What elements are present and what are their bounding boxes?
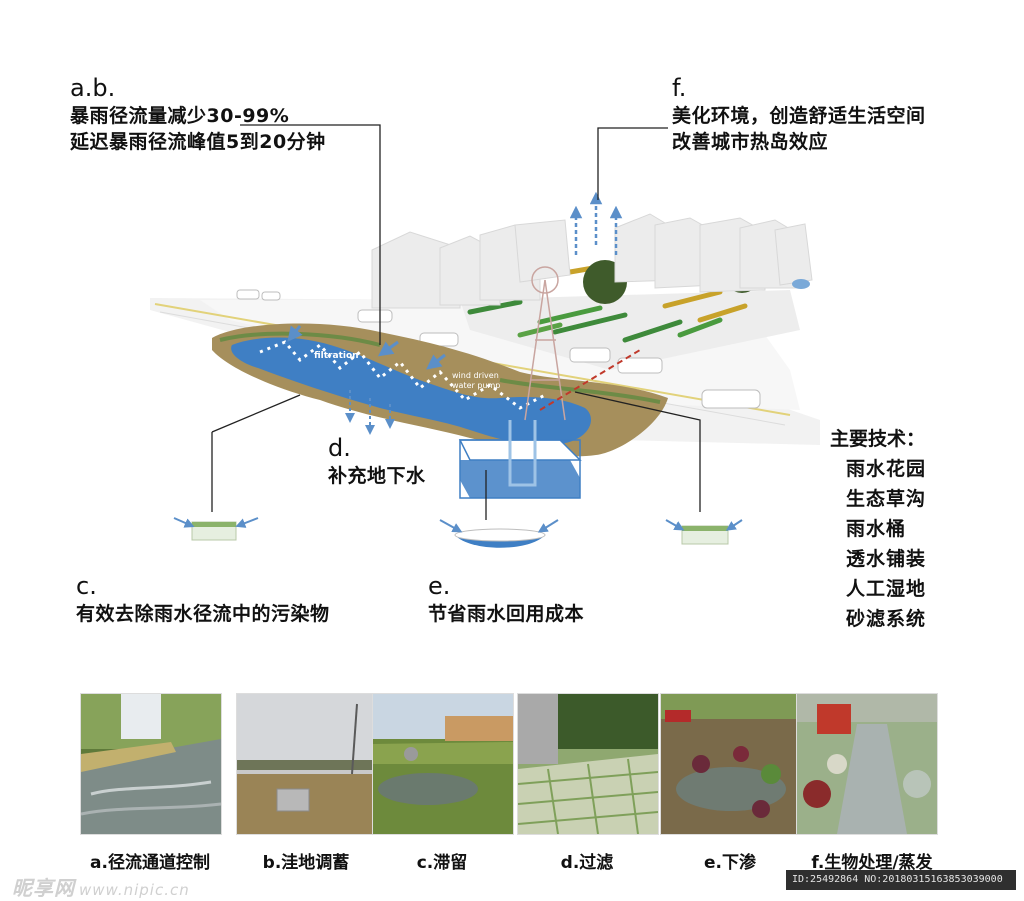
- annotation-c-head: c.: [76, 572, 97, 600]
- annotation-ab-line-2: 延迟暴雨径流峰值5到20分钟: [70, 131, 326, 154]
- inflow-arrows: [287, 325, 446, 370]
- storage-tank: [458, 420, 582, 499]
- infiltration-arrows: [345, 390, 395, 435]
- annotation-c: c. 有效去除雨水径流中的污染物: [76, 570, 330, 628]
- bioswale-photo: [796, 693, 938, 835]
- stormwater-diagram: filtration wind driven water pump: [150, 124, 820, 548]
- annotation-f-line-2: 改善城市热岛效应: [672, 131, 829, 154]
- technology-item: 砂滤系统: [846, 608, 927, 630]
- annotation-ab: a.b. 暴雨径流量减少30-99% 延迟暴雨径流峰值5到20分钟: [70, 72, 326, 156]
- annotation-e-head: e.: [428, 572, 451, 600]
- pump-label-line2: water pump: [452, 381, 500, 390]
- watermark-id: ID:25492864 NO:20180315163853039000: [786, 870, 1016, 890]
- leader-lines: [211, 124, 701, 520]
- annotation-d-head: d.: [328, 434, 351, 462]
- infiltration-garden-photo: [660, 693, 802, 835]
- annotation-e: e. 节省雨水回用成本: [428, 570, 584, 628]
- technology-item: 雨水桶: [846, 518, 907, 540]
- evaporation-arrows: [569, 191, 623, 255]
- technology-item: 人工湿地: [846, 578, 927, 600]
- annotation-f-line-1: 美化环境，创造舒适生活空间: [672, 105, 926, 128]
- technology-item: 透水铺装: [846, 548, 927, 570]
- pump-label-line1: wind driven: [452, 371, 499, 380]
- depression-storage-photo: [236, 693, 378, 835]
- annotation-f-head: f.: [672, 74, 687, 102]
- annotation-d: d. 补充地下水: [328, 432, 426, 490]
- runoff-channel-photo: [80, 693, 222, 835]
- filtration-label: filtration: [314, 351, 359, 361]
- annotation-c-line-1: 有效去除雨水径流中的污染物: [76, 603, 330, 626]
- reuse-dish: [439, 519, 559, 548]
- filter-icon-left: [173, 517, 259, 541]
- permeable-paving-photo: [517, 693, 659, 835]
- photo-caption: f.生物处理/蒸发: [811, 853, 933, 873]
- annotation-e-line-1: 节省雨水回用成本: [428, 603, 585, 626]
- photo-caption: b.洼地调蓄: [262, 853, 350, 873]
- technology-item: 雨水花园: [846, 458, 927, 480]
- annotation-ab-head: a.b.: [70, 74, 116, 102]
- buildings: [371, 213, 813, 309]
- photo-caption: d.过滤: [560, 853, 614, 873]
- annotation-ab-line-1: 暴雨径流量减少30-99%: [70, 105, 290, 128]
- photo-caption: a.径流通道控制: [90, 853, 210, 873]
- technology-item: 生态草沟: [846, 488, 927, 510]
- filter-icon-right: [665, 519, 743, 545]
- technologies-title: 主要技术：: [830, 428, 926, 450]
- cars: [236, 289, 761, 409]
- flow-path: [259, 340, 546, 410]
- annotation-d-line-1: 补充地下水: [328, 465, 426, 488]
- watermark-url: www.nipic.cn: [79, 881, 190, 899]
- retention-pond-photo: [372, 693, 514, 835]
- photo-caption: e.下渗: [704, 853, 756, 873]
- watermark-brand-text: 昵享网: [12, 876, 75, 900]
- rain-barrel: [792, 279, 810, 289]
- photo-caption: c.滞留: [416, 853, 468, 873]
- annotation-f: f. 美化环境，创造舒适生活空间 改善城市热岛效应: [672, 72, 926, 156]
